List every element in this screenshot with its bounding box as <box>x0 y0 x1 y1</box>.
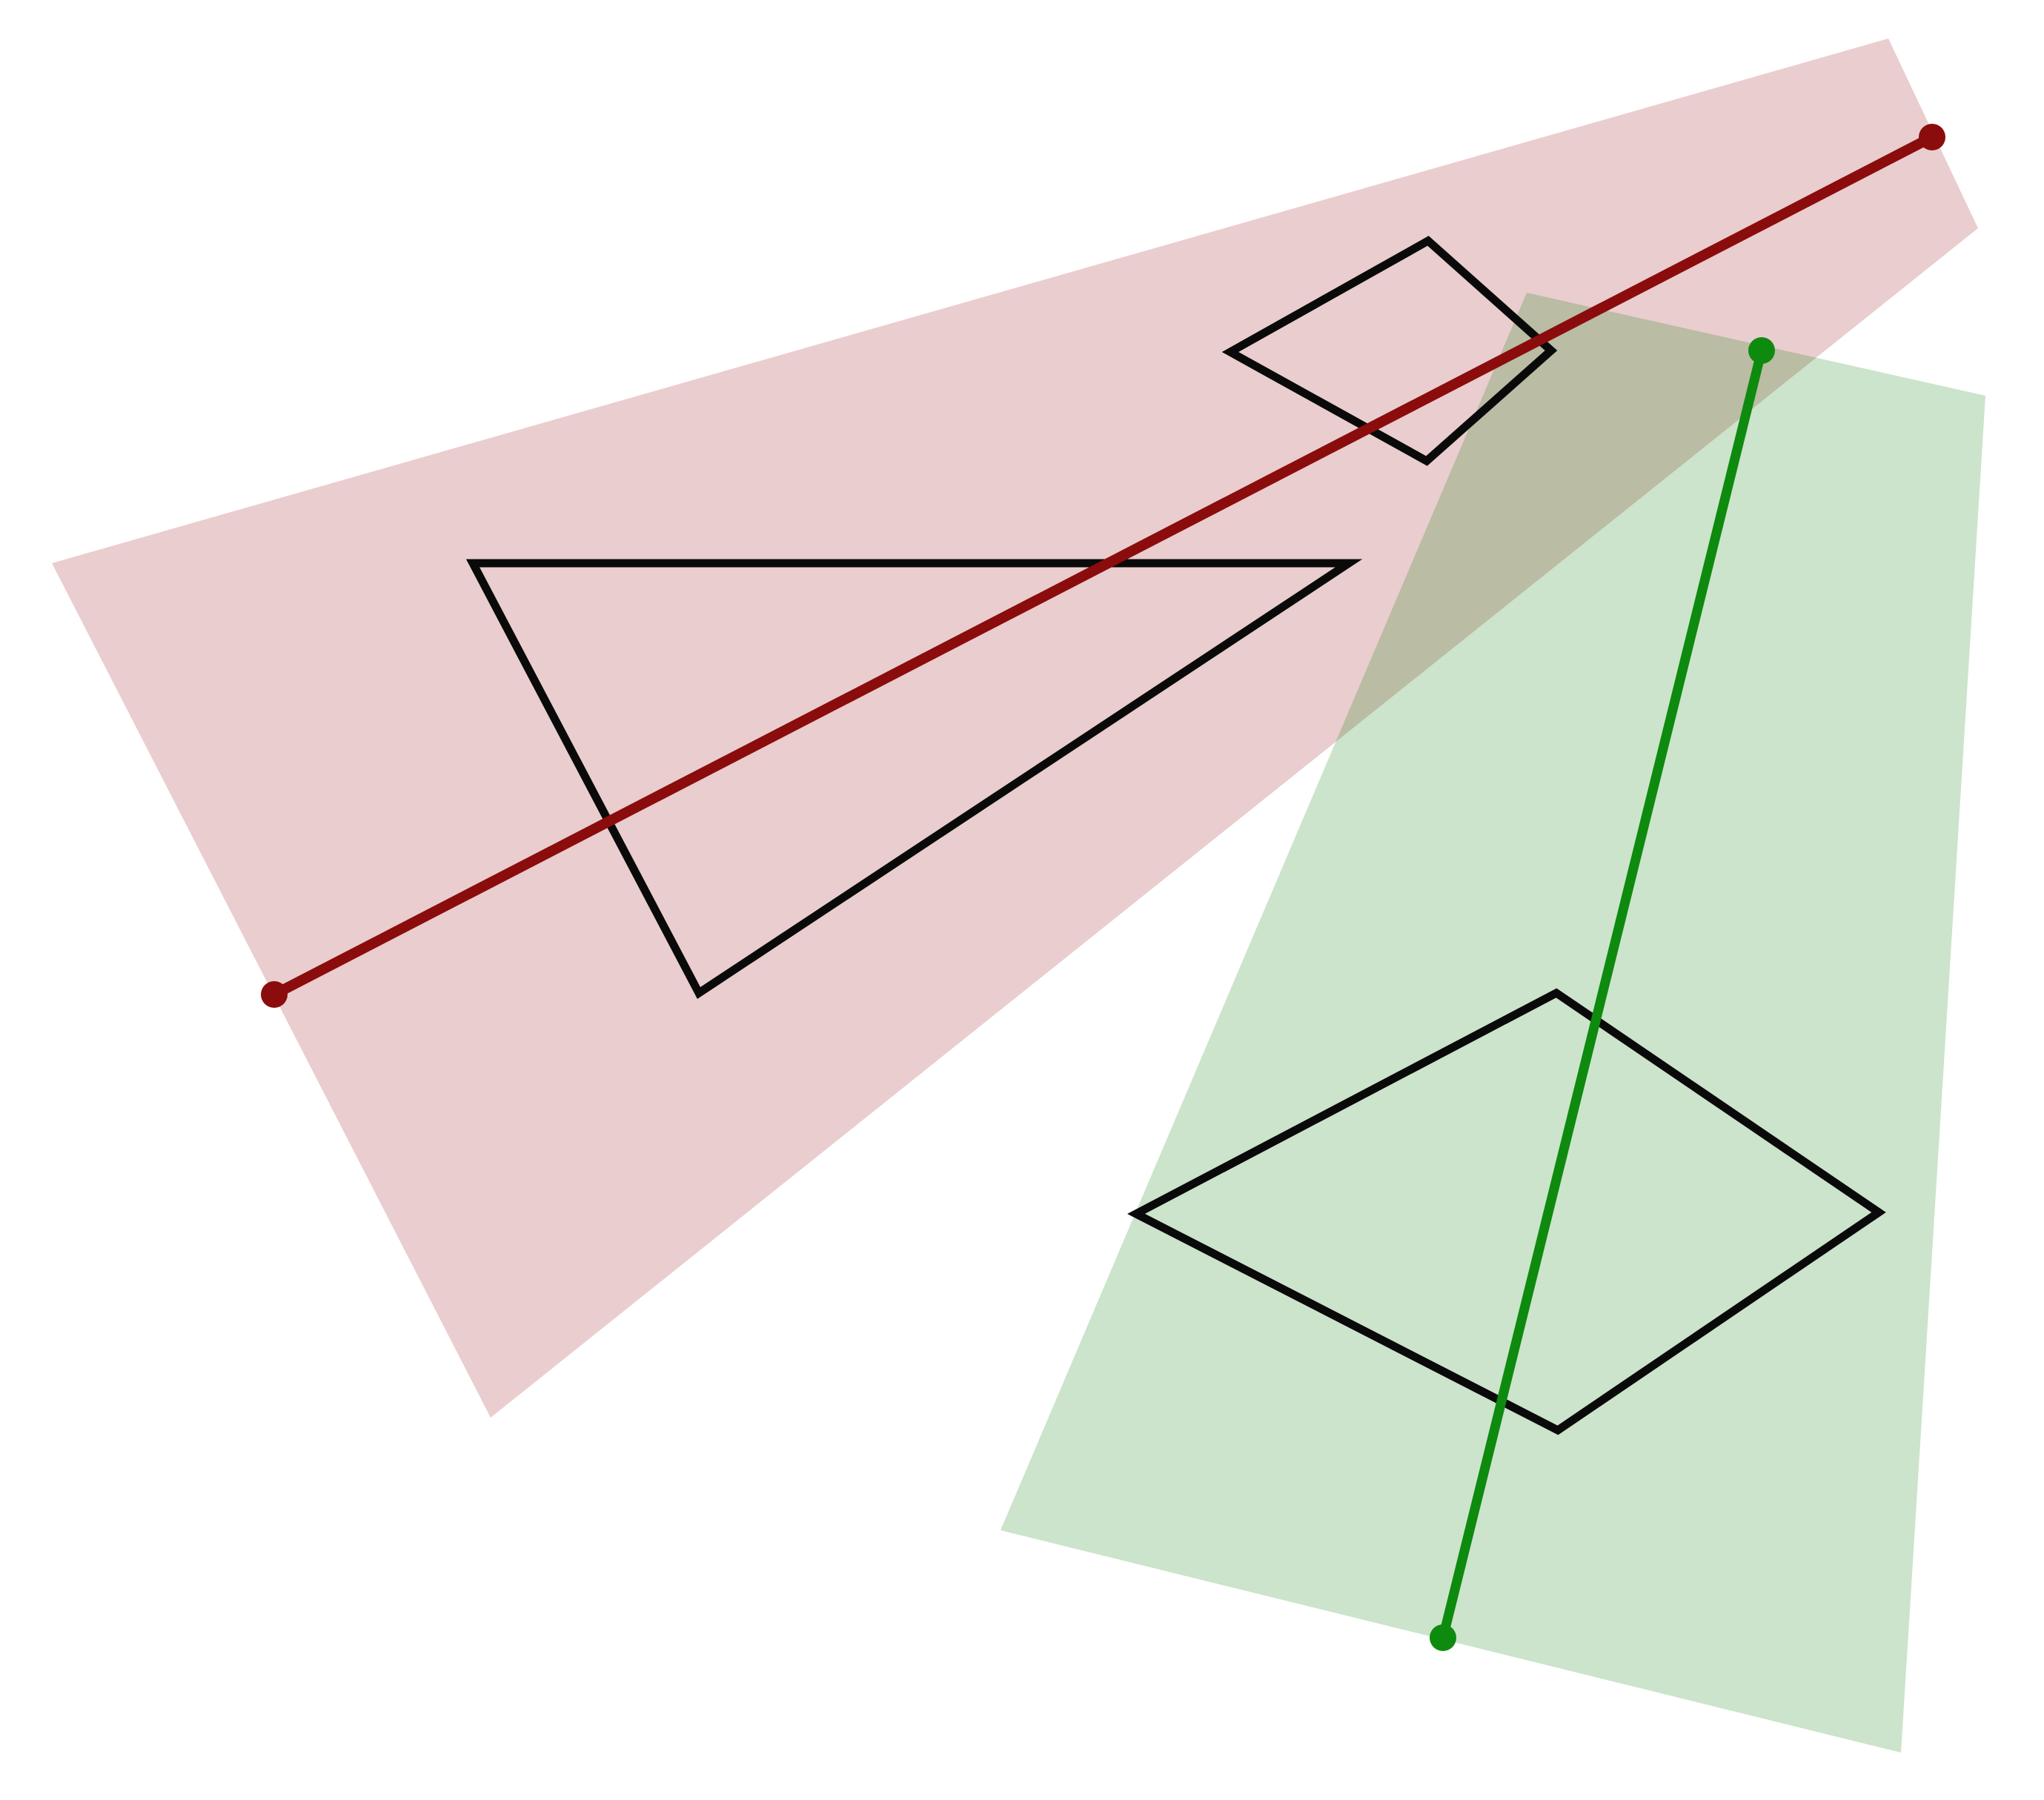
red-endpoint-dot-left <box>261 981 288 1008</box>
red-endpoint-dot-right <box>1919 124 1945 150</box>
green-segment <box>1438 345 1767 1643</box>
green-endpoint-dot-top <box>1748 337 1775 364</box>
small-quadrilateral-outline <box>1221 236 1558 466</box>
green-endpoint-dot-bottom <box>1430 1624 1456 1651</box>
triangle-outline <box>465 559 1363 999</box>
diamond-outline <box>1127 988 1886 1435</box>
red-segment <box>269 132 1937 1000</box>
red-band-region <box>52 39 1978 1418</box>
